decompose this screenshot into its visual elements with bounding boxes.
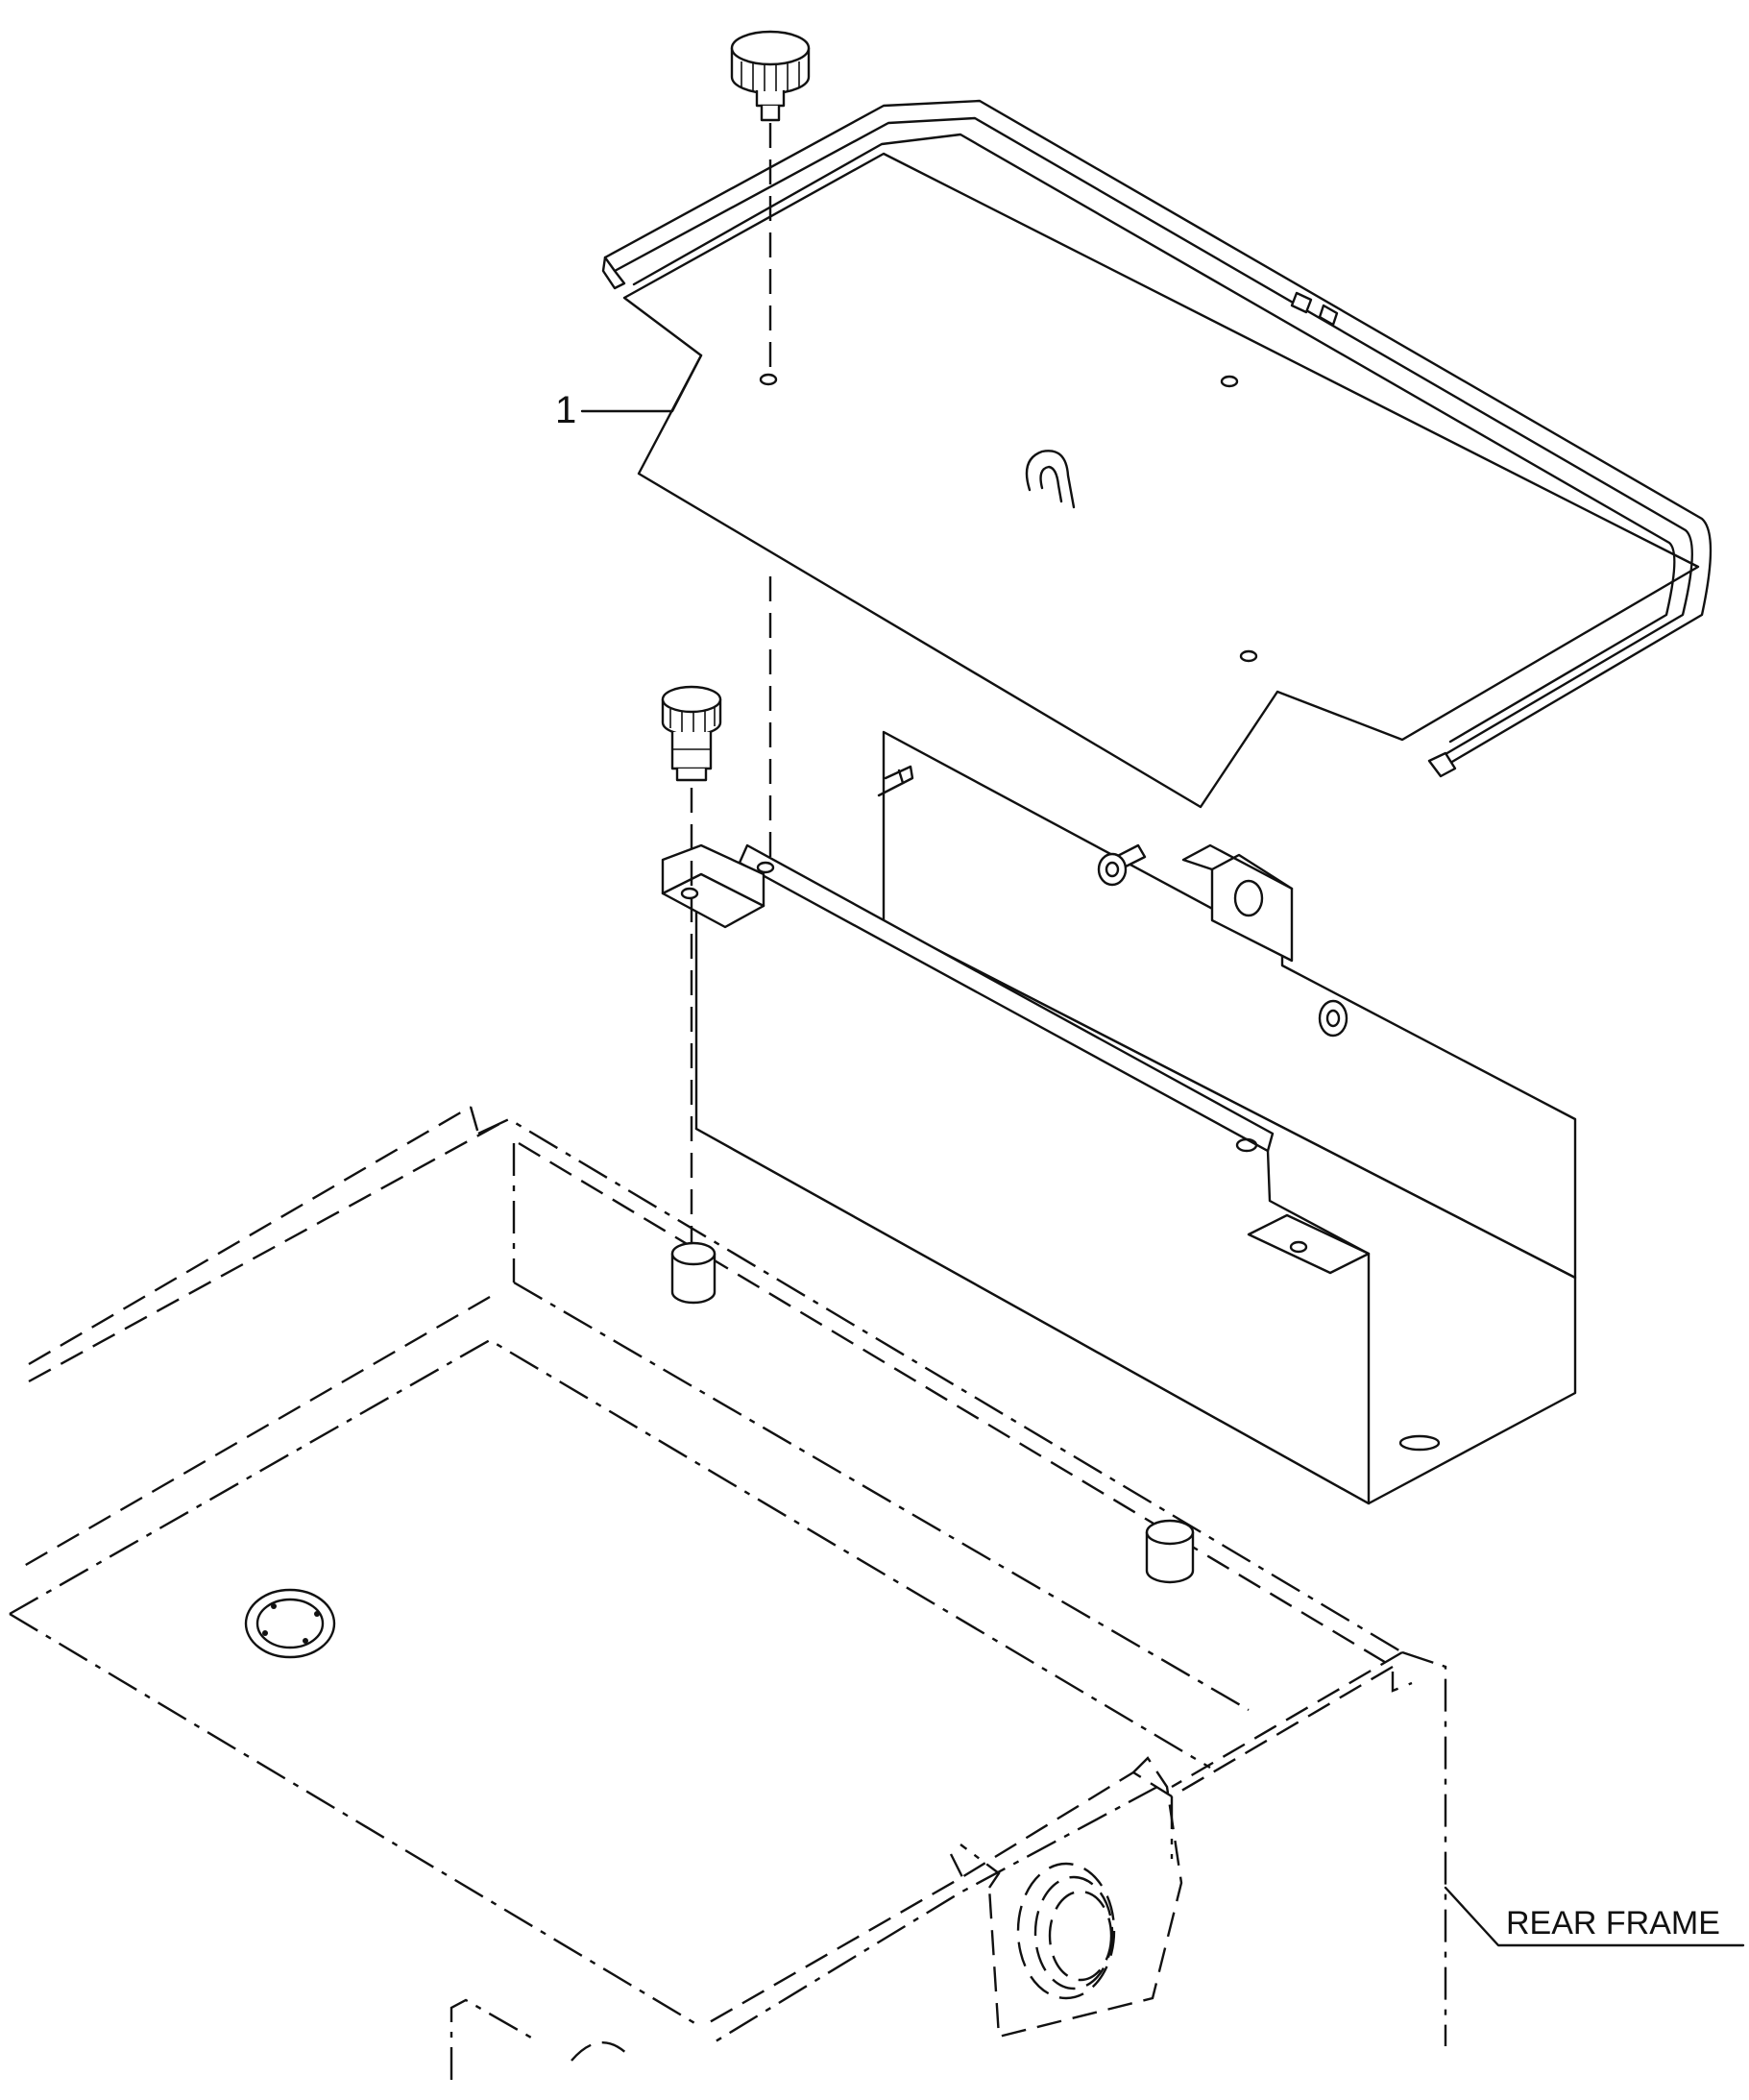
upper-knob-screw [730, 30, 811, 122]
svg-text:1: 1 [555, 389, 576, 431]
box-bracket [661, 730, 1577, 1505]
rear-frame [9, 1105, 1447, 2080]
floor-spacer-right [1145, 1519, 1195, 1584]
cover-plate [622, 152, 1700, 809]
edge-trim-seal [601, 99, 1713, 778]
rear-frame-label: REAR FRAME [1444, 1886, 1745, 1947]
spacer-left [670, 1241, 717, 1305]
svg-text:REAR FRAME: REAR FRAME [1506, 1905, 1720, 1941]
part-number-1: 1 [555, 354, 703, 431]
floor-round-plate [244, 1588, 336, 1659]
lower-knob-screw [661, 685, 722, 782]
